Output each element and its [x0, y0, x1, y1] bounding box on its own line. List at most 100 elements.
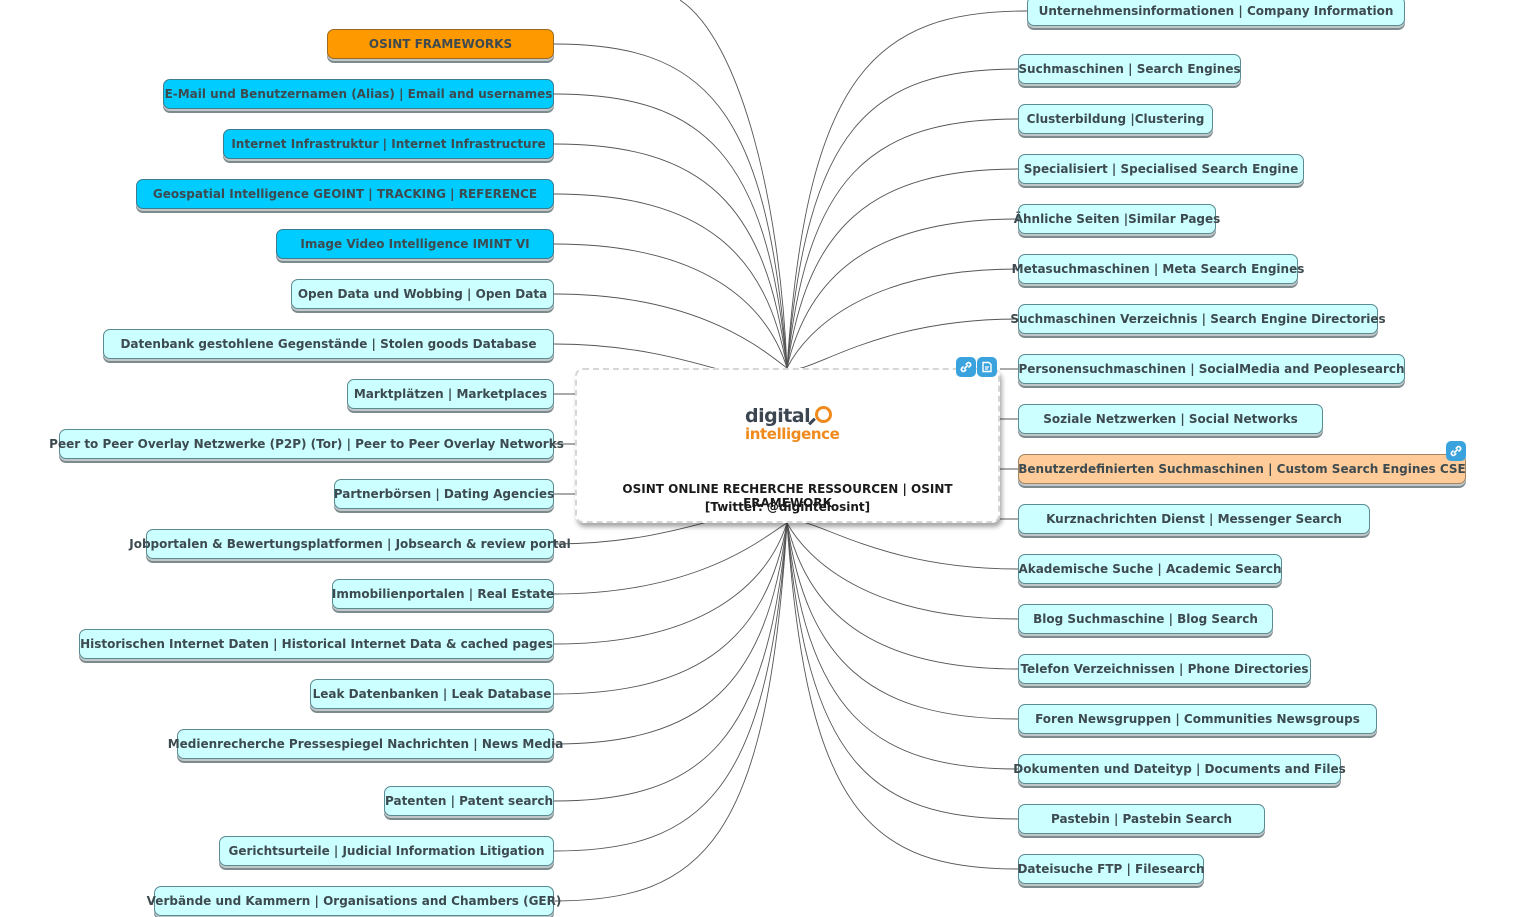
topic-label: E-Mail und Benutzernamen (Alias) | Email… — [164, 87, 553, 101]
topic-node-ähnliche-seiten[interactable]: Ähnliche Seiten |Similar Pages — [1014, 204, 1220, 234]
topic-label: Ähnliche Seiten |Similar Pages — [1013, 212, 1221, 226]
connector-line — [786, 218, 1019, 369]
topic-label: Kurznachrichten Dienst | Messenger Searc… — [1046, 512, 1342, 526]
topic-label: Specialisiert | Specialised Search Engin… — [1023, 162, 1299, 176]
topic-label: Patenten | Patent search — [385, 794, 553, 808]
connector-line — [786, 522, 1019, 870]
topic-node-soziale-netzwerken[interactable]: Soziale Netzwerken | Social Networks — [1018, 404, 1323, 434]
connector-line — [786, 268, 1019, 369]
topic-node-metasuchmaschinen[interactable]: Metasuchmaschinen | Meta Search Engines — [1012, 254, 1304, 284]
connector-line — [786, 522, 1019, 720]
topic-node-geospatial-intelligence-geoint[interactable]: Geospatial Intelligence GEOINT | TRACKIN… — [136, 179, 554, 209]
topic-label: Metasuchmaschinen | Meta Search Engines — [1011, 262, 1305, 276]
topic-label: Jobportalen & Bewertungsplatformen | Job… — [129, 537, 571, 551]
topic-label: Foren Newsgruppen | Communities Newsgrou… — [1035, 712, 1360, 726]
topic-label: Personensuchmaschinen | SocialMedia and … — [1018, 362, 1405, 376]
connector-line — [786, 168, 1019, 369]
connector-line — [553, 522, 788, 745]
connector-line — [786, 522, 1019, 620]
topic-node-e-mail-und-benutzernamen-alias[interactable]: E-Mail und Benutzernamen (Alias) | Email… — [163, 79, 554, 109]
connector-line — [553, 193, 788, 369]
connector-line — [553, 143, 788, 369]
topic-label: Dateisuche FTP | Filesearch — [1017, 862, 1205, 876]
topic-label: Benutzerdefinierten Suchmaschinen | Cust… — [1018, 462, 1466, 476]
connector-line — [786, 118, 1019, 369]
topic-node-medienrecherche-pressespiegel-nachrichten[interactable]: Medienrecherche Pressespiegel Nachrichte… — [168, 729, 563, 759]
connector-line — [786, 10, 1028, 369]
topic-node-image-video-intelligence-imint-vi[interactable]: Image Video Intelligence IMINT VI — [276, 229, 554, 259]
topic-label: Geospatial Intelligence GEOINT | TRACKIN… — [152, 187, 538, 201]
connector-line — [553, 43, 788, 369]
topic-label: Verbände und Kammern | Organisations and… — [146, 894, 562, 908]
central-topic-subtitle: [Twitter: @digintelosint] — [704, 500, 871, 514]
connector-line — [553, 293, 788, 369]
topic-node-marktplätzen[interactable]: Marktplätzen | Marketplaces — [347, 379, 554, 409]
note-icon[interactable] — [977, 357, 997, 377]
topic-node-benutzerdefinierten-suchmaschinen[interactable]: Benutzerdefinierten Suchmaschinen | Cust… — [1018, 454, 1466, 484]
topic-node-patenten[interactable]: Patenten | Patent search — [384, 786, 554, 816]
topic-node-blog-suchmaschine[interactable]: Blog Suchmaschine | Blog Search — [1018, 604, 1273, 634]
topic-node-gerichtsurteile[interactable]: Gerichtsurteile | Judicial Information L… — [219, 836, 554, 866]
topic-node-kurznachrichten-dienst[interactable]: Kurznachrichten Dienst | Messenger Searc… — [1018, 504, 1370, 534]
topic-node-akademische-suche[interactable]: Akademische Suche | Academic Search — [1018, 554, 1282, 584]
topic-label: Datenbank gestohlene Gegenstände | Stole… — [120, 337, 537, 351]
topic-node-open-data-und-wobbing[interactable]: Open Data und Wobbing | Open Data — [291, 279, 554, 309]
topic-label: Dokumenten und Dateityp | Documents and … — [1013, 762, 1346, 776]
topic-node-dokumenten-und-dateityp[interactable]: Dokumenten und Dateityp | Documents and … — [1013, 754, 1346, 784]
central-topic[interactable]: digital intelligence OSINT ONLINE RECHER… — [575, 368, 1000, 523]
topic-node-dateisuche-ftp[interactable]: Dateisuche FTP | Filesearch — [1017, 854, 1205, 884]
topic-label: Telefon Verzeichnissen | Phone Directori… — [1020, 662, 1309, 676]
topic-node-verbände-und-kammern[interactable]: Verbände und Kammern | Organisations and… — [147, 886, 561, 916]
topic-node-clusterbildung[interactable]: Clusterbildung |Clustering — [1018, 104, 1213, 134]
topic-label: Internet Infrastruktur | Internet Infras… — [231, 137, 546, 151]
topic-node-suchmaschinen[interactable]: Suchmaschinen | Search Engines — [1018, 54, 1241, 84]
topic-label: OSINT FRAMEWORKS — [368, 37, 513, 51]
topic-label: Image Video Intelligence IMINT VI — [300, 237, 530, 251]
connector-line — [553, 93, 788, 369]
topic-label: Leak Datenbanken | Leak Database — [312, 687, 552, 701]
central-topic-title: OSINT ONLINE RECHERCHE RESSOURCEN | OSIN… — [622, 482, 953, 510]
connector-line — [553, 522, 788, 902]
connector-line — [553, 522, 788, 852]
topic-node-historischen-internet-daten[interactable]: Historischen Internet Daten | Historical… — [79, 629, 554, 659]
topic-node-partnerbörsen[interactable]: Partnerbörsen | Dating Agencies — [334, 479, 554, 509]
connector-line — [553, 522, 788, 595]
topic-node-jobportalen-bewertungsplatformen[interactable]: Jobportalen & Bewertungsplatformen | Job… — [129, 529, 571, 559]
topic-node-unternehmensinformationen[interactable]: Unternehmensinformationen | Company Info… — [1027, 0, 1405, 26]
topic-label: Gerichtsurteile | Judicial Information L… — [228, 844, 545, 858]
connector-line — [553, 243, 788, 369]
topic-label: Partnerbörsen | Dating Agencies — [333, 487, 555, 501]
topic-label: Suchmaschinen Verzeichnis | Search Engin… — [1010, 312, 1386, 326]
connector-line — [786, 522, 1019, 770]
link-icon[interactable] — [956, 357, 976, 377]
topic-label: Medienrecherche Pressespiegel Nachrichte… — [167, 737, 564, 751]
topic-label: Immobilienportalen | Real Estate — [331, 587, 555, 601]
magnifier-icon — [815, 406, 832, 423]
topic-label: Akademische Suche | Academic Search — [1018, 562, 1282, 576]
connector-line — [786, 522, 1019, 670]
topic-node-leak-datenbanken[interactable]: Leak Datenbanken | Leak Database — [310, 679, 554, 709]
topic-node-specialisiert[interactable]: Specialisiert | Specialised Search Engin… — [1018, 154, 1304, 184]
topic-node-osint-frameworks[interactable]: OSINT FRAMEWORKS — [327, 29, 554, 59]
link-icon[interactable] — [1446, 441, 1466, 461]
topic-node-datenbank-gestohlene-gegenstände[interactable]: Datenbank gestohlene Gegenstände | Stole… — [103, 329, 554, 359]
topic-node-personensuchmaschinen[interactable]: Personensuchmaschinen | SocialMedia and … — [1018, 354, 1405, 384]
topic-node-foren-newsgruppen[interactable]: Foren Newsgruppen | Communities Newsgrou… — [1018, 704, 1377, 734]
connector-line — [786, 522, 1019, 820]
topic-node-suchmaschinen-verzeichnis[interactable]: Suchmaschinen Verzeichnis | Search Engin… — [1010, 304, 1386, 334]
topic-node-telefon-verzeichnissen[interactable]: Telefon Verzeichnissen | Phone Directori… — [1018, 654, 1311, 684]
topic-label: Blog Suchmaschine | Blog Search — [1033, 612, 1258, 626]
topic-label: Open Data und Wobbing | Open Data — [297, 287, 548, 301]
digital-intelligence-logo: digital intelligence — [745, 405, 840, 443]
topic-node-immobilienportalen[interactable]: Immobilienportalen | Real Estate — [332, 579, 554, 609]
connector-line — [553, 522, 788, 695]
connector-line — [679, 0, 788, 369]
topic-node-peer-to-peer-overlay-netzwerke-p2p-tor[interactable]: Peer to Peer Overlay Netzwerke (P2P) (To… — [49, 429, 564, 459]
topic-label: Peer to Peer Overlay Netzwerke (P2P) (To… — [49, 437, 564, 451]
topic-label: Pastebin | Pastebin Search — [1050, 812, 1233, 826]
topic-node-pastebin[interactable]: Pastebin | Pastebin Search — [1018, 804, 1265, 834]
topic-label: Clusterbildung |Clustering — [1026, 112, 1205, 126]
topic-node-internet-infrastruktur[interactable]: Internet Infrastruktur | Internet Infras… — [223, 129, 554, 159]
connector-line — [786, 68, 1019, 369]
